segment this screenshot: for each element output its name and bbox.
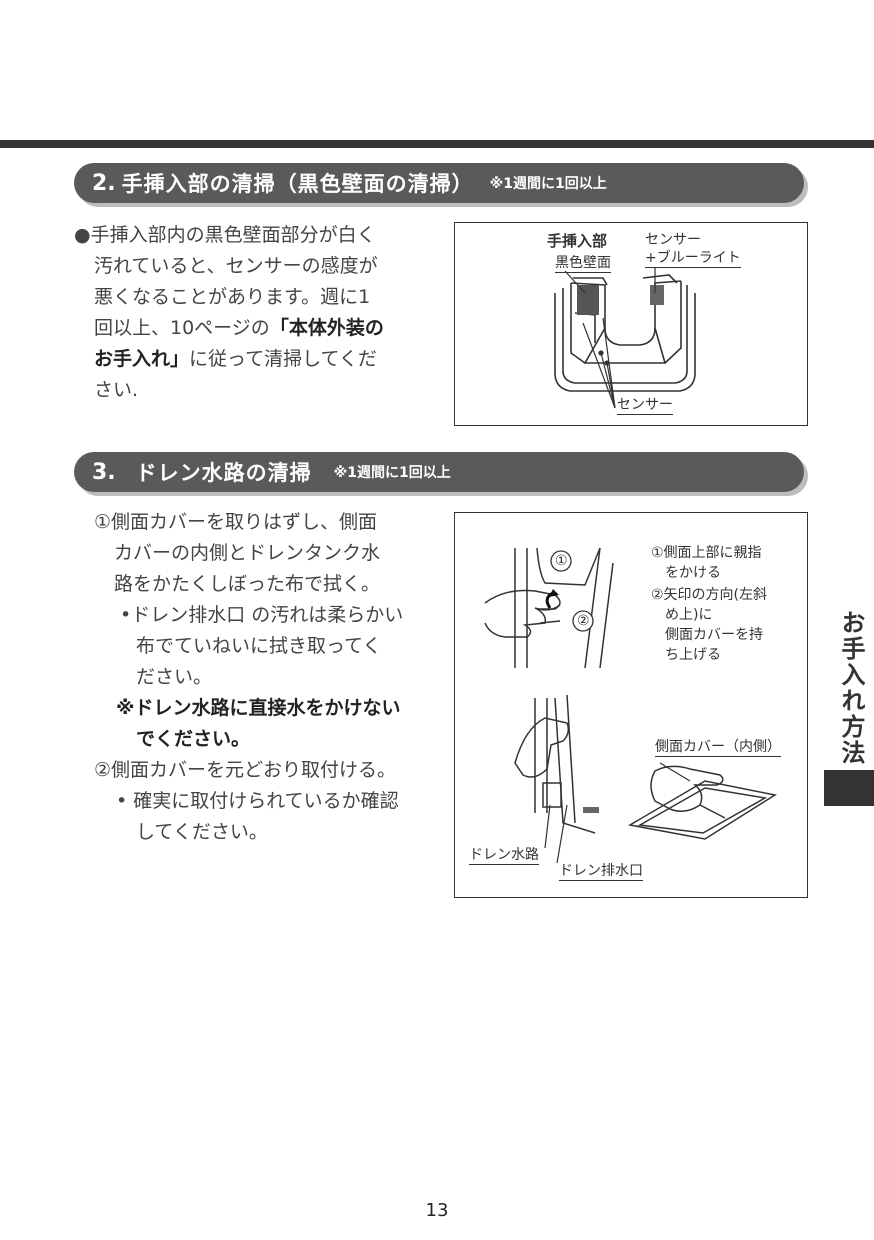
bullet-1-line: •ドレン排水口 の汚れは柔らかい [120,604,404,626]
label-sensor-top: センサー [645,232,701,248]
cover-removal-illustration-icon [484,547,777,864]
section-3-body: ①側面カバーを取りはずし、側面 カバーの内側とドレンタンク水 路をかたくしぼった… [94,507,403,848]
bullet-2-line: してください。 [136,821,268,843]
side-tab-label: お手入れ方法 [837,610,865,766]
body-line: 回以上、10ページの [94,317,270,339]
bullet-1-line: 布でていねいに拭き取ってく [136,635,382,657]
dryer-illustration-icon [554,268,696,409]
bullet-2-line: • 確実に取付けられているか確認 [116,790,399,812]
label-sensor-bottom: センサー [617,397,673,415]
warning-line: でください。 [136,728,251,750]
bullet-1-line: ださい。 [136,666,213,688]
page-number: 13 [425,1200,449,1221]
section-3-number: 3. [92,459,116,485]
label-black-wall: 黒色壁面 [555,255,611,273]
step-1-line: 路をかたくしぼった布で拭く。 [114,573,381,595]
label-cover-inner: 側面カバー（内側） [655,739,781,757]
drain-cleaning-figure: ① ② ①側面上部に親指 をかける ②矢印の方向(左斜 め上)に 側面カバーを持… [454,512,808,898]
label-drain-outlet: ドレン排水口 [559,863,643,881]
side-tab-marker [824,770,874,806]
label-drain-channel: ドレン水路 [469,847,539,865]
step-2-line: ②側面カバーを元どおり取付ける。 [94,759,397,781]
section-3-note: ※1週間に1回以上 [333,465,451,481]
body-line: 汚れていると、センサーの感度が [94,255,378,277]
body-line: 悪くなることがあります。週に1 [94,286,371,308]
marker-1: ① [555,553,568,569]
step-1-line: カバーの内側とドレンタンク水 [114,542,381,564]
instruction-2-cont: ち上げる [665,647,721,663]
body-line: さい. [94,379,139,401]
section-2-header: 2. 手挿入部の清掃（黒色壁面の清掃） ※1週間に1回以上 [74,163,804,203]
body-emphasis: 「本体外装の [269,317,384,339]
top-rule [0,140,874,148]
section-3-title: ドレン水路の清掃 [135,461,312,485]
section-3-header: 3. ドレン水路の清掃 ※1週間に1回以上 [74,452,804,492]
instruction-1-cont: をかける [665,565,721,581]
step-1-line: ①側面カバーを取りはずし、側面 [94,511,378,533]
marker-2: ② [577,613,590,629]
instruction-2: ②矢印の方向(左斜 [651,587,768,603]
instruction-2-cont: 側面カバーを持 [665,627,763,643]
warning-line: ※ドレン水路に直接水をかけない [116,697,401,719]
section-2-body: ●手挿入部内の黒色壁面部分が白く 汚れていると、センサーの感度が 悪くなることが… [74,220,384,406]
hand-inlet-figure: 手挿入部 黒色壁面 センサー +ブルーライト センサー [454,222,808,426]
body-emphasis: お手入れ」 [94,348,190,370]
section-2-number: 2. [92,170,116,196]
body-line: に従って清掃してくだ [189,348,377,370]
side-tab: お手入れ方法 [824,610,874,806]
instruction-1: ①側面上部に親指 [651,545,762,561]
label-sensor-bluelight: +ブルーライト [645,250,741,268]
label-hand-inlet: 手挿入部 [547,232,608,250]
body-line: ●手挿入部内の黒色壁面部分が白く [74,224,376,246]
instruction-2-cont: め上)に [665,607,713,623]
section-2-title: 手挿入部の清掃（黒色壁面の清掃） [121,172,474,196]
section-2-note: ※1週間に1回以上 [489,176,607,192]
